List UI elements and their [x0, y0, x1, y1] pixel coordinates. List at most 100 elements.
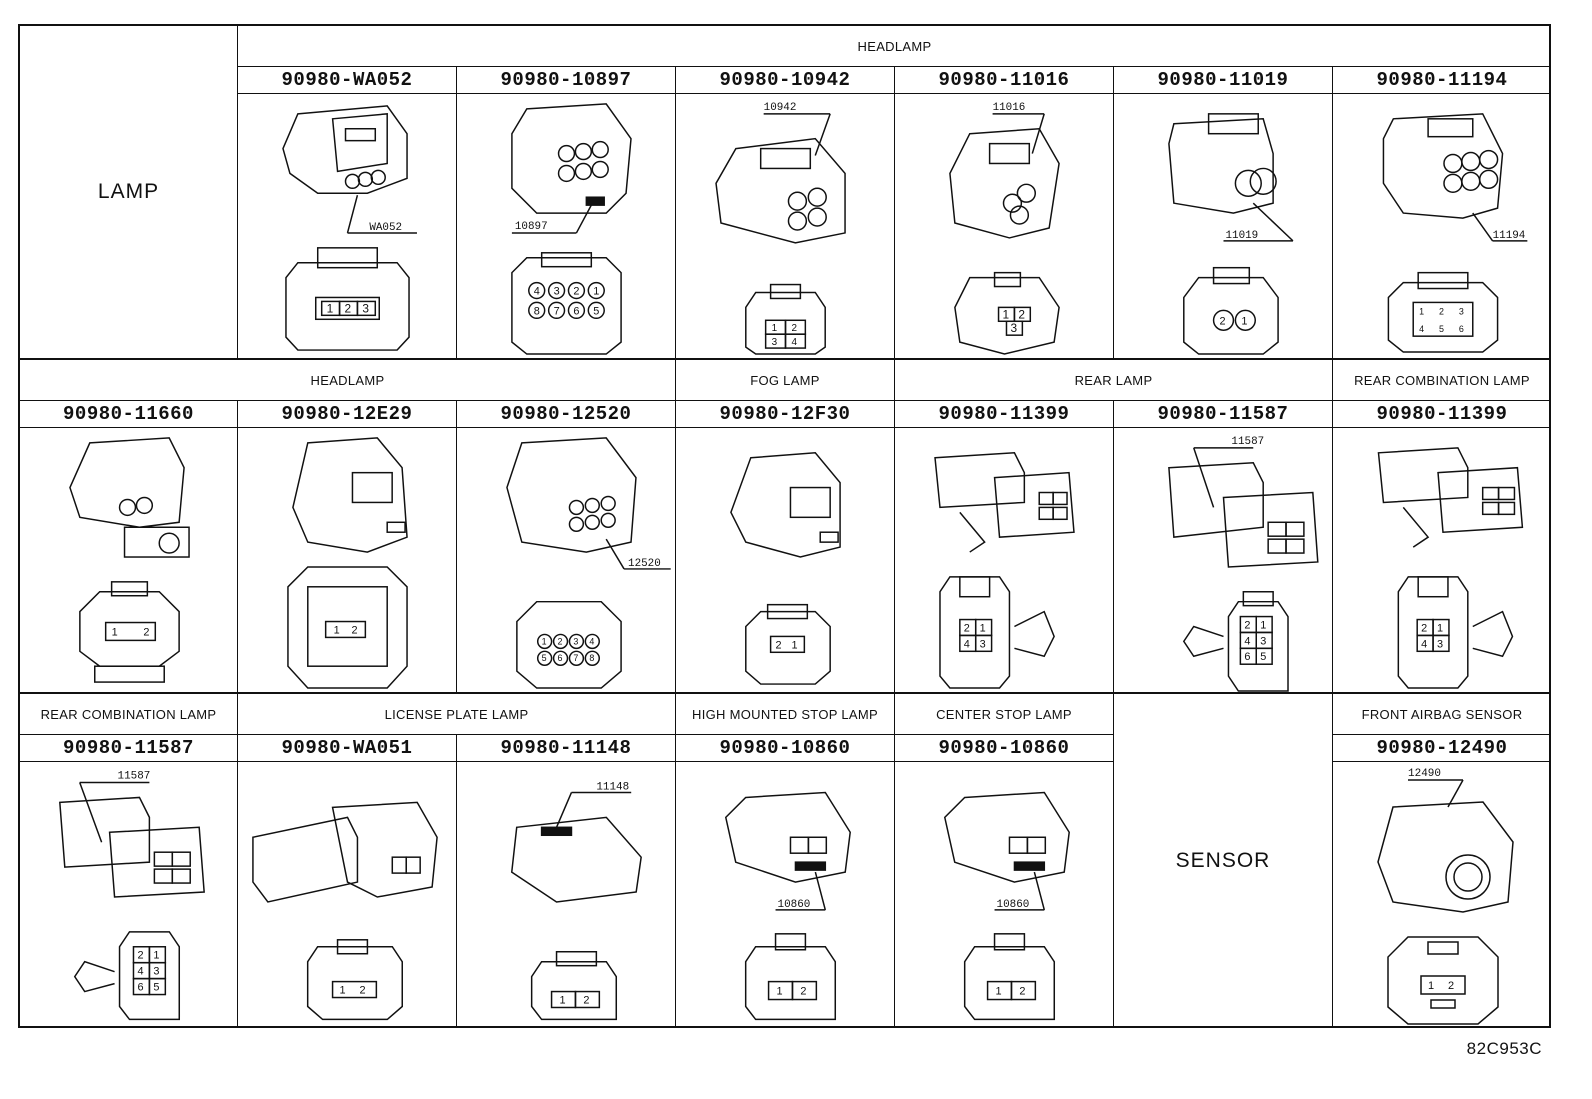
pin-number: 4	[791, 337, 797, 348]
category-headlamp: HEADLAMP	[238, 26, 1551, 67]
pin-number: 2	[359, 985, 365, 997]
part-number: 90980-11194	[1333, 67, 1551, 94]
connector-drawing: 11148 1 2	[457, 762, 676, 1028]
connector-drawing: 1 2	[238, 428, 457, 694]
pin-number: 2	[583, 995, 589, 1007]
part-number: 90980-WA052	[238, 67, 457, 94]
pin-number: 1	[772, 323, 778, 334]
pin-number: 2	[776, 639, 782, 651]
pin-number: 7	[554, 305, 560, 317]
connector-drawing: 1 2	[20, 428, 238, 694]
connector-drawing: 11587 2 1 4 3 6 5	[1114, 428, 1333, 694]
connector-tag: 10897	[515, 221, 548, 233]
pin-number: 1	[777, 986, 783, 998]
part-number: 90980-10897	[457, 67, 676, 94]
part-number: 90980-11660	[20, 401, 238, 428]
connector-drawing: 2 1 4 3	[1333, 428, 1551, 694]
category-fog-lamp: FOG LAMP	[676, 360, 895, 401]
connector-tag: 10942	[764, 102, 797, 114]
pin-number: 2	[791, 323, 797, 334]
connector-tag: 11587	[118, 771, 151, 783]
pin-number: 2	[345, 301, 352, 315]
connector-tag: 11194	[1493, 230, 1526, 242]
pin-number: 1	[560, 995, 566, 1007]
connector-drawing: 11016 1 2 3	[895, 94, 1114, 360]
connector-drawing: 12490 1 2	[1333, 762, 1551, 1028]
pin-number: 4	[964, 638, 970, 650]
connector-drawing: 1 2	[238, 762, 457, 1028]
pin-number: 6	[573, 305, 579, 317]
part-number: 90980-12490	[1333, 735, 1551, 762]
connector-drawing: 10897 4 3 2 1 8 7 6 5	[457, 94, 676, 360]
pin-number: 8	[534, 305, 540, 317]
pin-number: 4	[1421, 638, 1427, 650]
pin-number: 1	[996, 986, 1002, 998]
category-rear-lamp: REAR LAMP	[895, 360, 1333, 401]
part-number: 90980-10942	[676, 67, 895, 94]
pin-number: 1	[153, 950, 159, 962]
pin-number: 4	[534, 285, 540, 297]
pin-number: 8	[589, 653, 594, 663]
pin-number: 1	[1003, 307, 1010, 321]
pin-number: 2	[1019, 986, 1025, 998]
pin-number: 1	[980, 622, 986, 634]
part-number: 90980-12520	[457, 401, 676, 428]
pin-number: 2	[573, 285, 579, 297]
part-number: 90980-12E29	[238, 401, 457, 428]
connector-drawing: 10860 1 2	[676, 762, 895, 1028]
connector-drawing: 11194 1 2 3 4 5 6	[1333, 94, 1551, 360]
pin-number: 4	[589, 636, 594, 646]
pin-number: 2	[1244, 619, 1250, 631]
part-number: 90980-11148	[457, 735, 676, 762]
connector-drawing: 2 1	[676, 428, 895, 694]
pin-number: 6	[1244, 651, 1250, 663]
pin-number: 1	[334, 624, 340, 636]
pin-number: 3	[362, 301, 369, 315]
pin-number: 1	[340, 985, 346, 997]
pin-number: 2	[1421, 622, 1427, 634]
connector-tag: 11148	[596, 781, 629, 793]
pin-number: 3	[1459, 306, 1464, 316]
pin-number: 4	[1419, 324, 1424, 334]
pin-number: 3	[1437, 638, 1443, 650]
part-number: 90980-11019	[1114, 67, 1333, 94]
connector-table: LAMP HEADLAMP 90980-WA052 90980-10897 90…	[18, 24, 1551, 1028]
pin-number: 5	[1439, 324, 1444, 334]
connector-tag: 12490	[1408, 768, 1441, 780]
connector-tag: 10860	[778, 899, 811, 911]
pin-number: 7	[573, 653, 578, 663]
pin-number: 6	[137, 982, 143, 994]
part-number: 90980-WA051	[238, 735, 457, 762]
pin-number: 2	[143, 626, 149, 638]
pin-number: 1	[542, 636, 547, 646]
pin-number: 1	[1419, 306, 1424, 316]
connector-drawing: WA052 1 2 3	[238, 94, 457, 360]
part-number: 90980-11016	[895, 67, 1114, 94]
connector-drawing: 10942 1 2 3 4	[676, 94, 895, 360]
section-label-sensor: SENSOR	[1114, 694, 1333, 1028]
pin-number: 3	[1260, 635, 1266, 647]
section-label-lamp: LAMP	[20, 26, 238, 360]
pin-number: 2	[1439, 306, 1444, 316]
connector-tag: 11587	[1231, 436, 1264, 448]
pin-number: 1	[1437, 622, 1443, 634]
category-high-mounted-stop-lamp: HIGH MOUNTED STOP LAMP	[676, 694, 895, 735]
pin-number: 3	[573, 636, 578, 646]
pin-number: 4	[1244, 635, 1250, 647]
pin-number: 2	[964, 622, 970, 634]
connector-drawing: 11587 2 1 4 3 6 5	[20, 762, 238, 1028]
category-headlamp: HEADLAMP	[20, 360, 676, 401]
pin-number: 2	[1448, 980, 1454, 992]
part-number: 90980-10860	[895, 735, 1114, 762]
connector-drawing: 12520 1 2 3 4 5 6 7 8	[457, 428, 676, 694]
pin-number: 2	[137, 950, 143, 962]
connector-tag: 10860	[997, 899, 1030, 911]
part-number: 90980-11399	[1333, 401, 1551, 428]
pin-number: 5	[593, 305, 599, 317]
pin-number: 6	[558, 653, 563, 663]
category-rear-combination-lamp: REAR COMBINATION LAMP	[20, 694, 238, 735]
pin-number: 2	[558, 636, 563, 646]
pin-number: 2	[800, 986, 806, 998]
pin-number: 1	[1428, 980, 1434, 992]
connector-drawing: 11019 2 1	[1114, 94, 1333, 360]
